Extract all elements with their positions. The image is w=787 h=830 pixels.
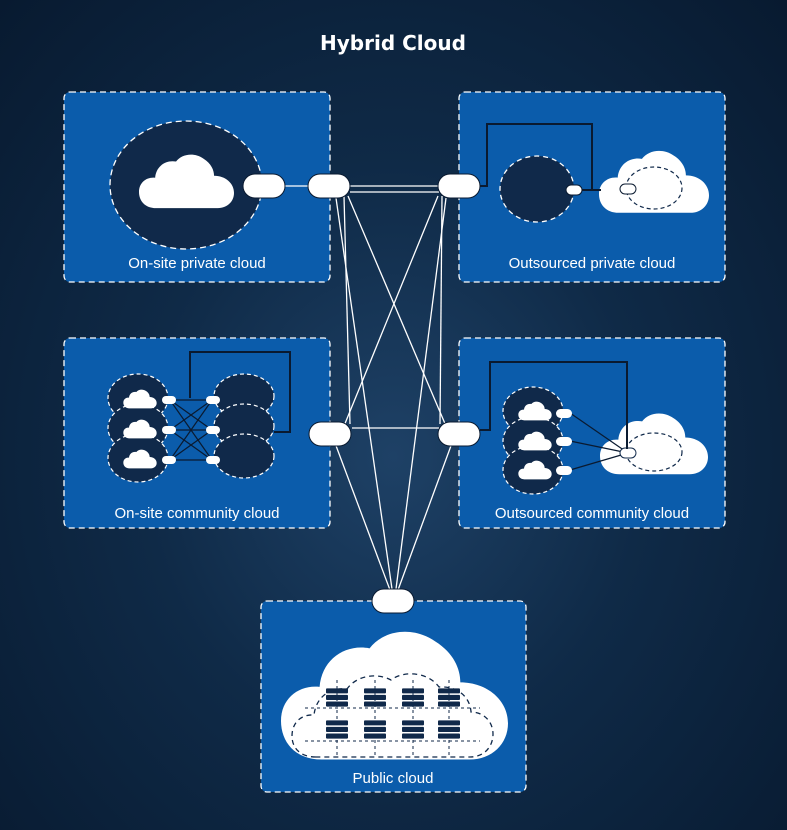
connector-pill [437,421,481,447]
connector-pill [162,456,176,464]
panel-onsite-private-cloud: On-site private cloud [63,91,331,283]
server-grid [305,680,480,757]
server-icon [326,720,348,739]
connector-pill [162,426,176,434]
connector-pill [437,173,481,199]
panel-public-cloud: Public cloud [260,600,527,793]
connector-pill [619,183,637,195]
connector-pill [242,173,286,199]
interconnect-links [284,185,453,591]
connector-pill [619,447,637,459]
outsourced-private-node [499,155,575,223]
panel-label-onsite-community: On-site community cloud [114,505,279,522]
connector-pill [556,409,572,418]
server-icon [438,688,460,707]
diagram-title: Hybrid Cloud [320,31,466,55]
community-node-stack-right [213,373,275,479]
community-node-stack-outsourced [502,386,564,495]
community-node-stack-left [107,373,169,483]
connector-pill [206,426,220,434]
connector-pill [565,184,583,196]
connector-pill [206,396,220,404]
connector-pill [556,437,572,446]
connector-pill [308,421,352,447]
panel-outsourced-community-cloud: Outsourced community cloud [458,337,726,529]
connector-pill [371,588,415,614]
server-icon [326,688,348,707]
panel-onsite-community-cloud: On-site community cloud [63,337,331,529]
server-icon [402,720,424,739]
server-icon [364,688,386,707]
panel-label-public: Public cloud [353,770,434,787]
connector-pill [556,466,572,475]
server-icon [364,720,386,739]
server-icon [438,720,460,739]
connector-pill [162,396,176,404]
panel-label-onsite-private: On-site private cloud [128,255,266,272]
panel-uplinks [189,123,628,449]
server-icon [402,688,424,707]
connector-pill [307,173,351,199]
connector-pills [242,173,637,614]
panel-label-outsourced-community: Outsourced community cloud [495,505,689,522]
panel-label-outsourced-private: Outsourced private cloud [509,255,676,272]
connector-pill [206,456,220,464]
